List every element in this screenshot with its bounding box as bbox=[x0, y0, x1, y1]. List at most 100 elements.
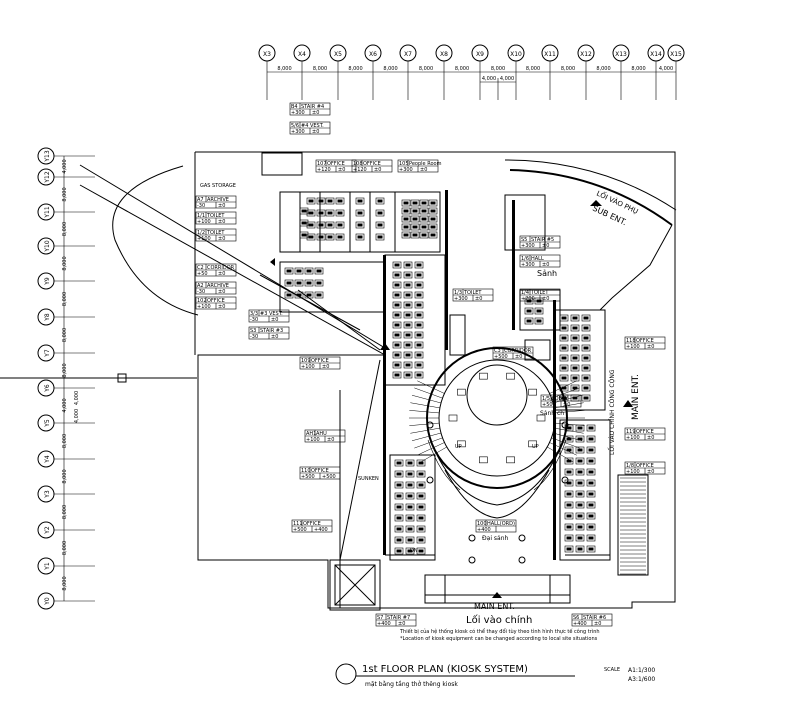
room-level: +50 bbox=[197, 271, 208, 277]
room-name: OFFICE bbox=[311, 468, 329, 474]
room-level-2: ±0 bbox=[542, 243, 549, 249]
room-name: ARCHIVE bbox=[207, 197, 229, 203]
room-level: +300 bbox=[291, 110, 305, 116]
room-level-2: ±0 bbox=[218, 304, 225, 310]
room-level-2: ±0 bbox=[374, 167, 381, 173]
label-up1: UP bbox=[455, 444, 462, 450]
label-sanh: Sảnh bbox=[537, 268, 557, 278]
scale-label: SCALE bbox=[604, 667, 620, 673]
grid-y-label: Y12 bbox=[44, 171, 51, 183]
room-level-2: ±0 bbox=[647, 344, 654, 350]
room-code: 110 bbox=[301, 468, 311, 474]
grid-y-dim: 8,000 bbox=[62, 434, 68, 448]
room-level: +400 bbox=[377, 621, 391, 627]
room-code: 1/2 bbox=[197, 230, 205, 236]
room-level: +100 bbox=[197, 304, 211, 310]
grid-y-axis: Y13Y12Y11Y10Y9Y8Y7Y6Y5Y4Y3Y2Y1Y04,0008,0… bbox=[37, 147, 95, 610]
rotunda-stair-right bbox=[547, 380, 585, 463]
title-block: 1st FLOOR PLAN (KIOSK SYSTEM) mặt bằng t… bbox=[335, 663, 655, 688]
room-code: S6 bbox=[573, 615, 579, 621]
label-main-ent-vn: LỐI VÀO CHÍNH CÔNG CỘNG bbox=[608, 369, 616, 455]
grid-y-label: Y9 bbox=[44, 277, 51, 286]
grid-x-label: X7 bbox=[404, 51, 412, 58]
room-level-2: ±0 bbox=[338, 167, 345, 173]
room-code: 1/5 bbox=[542, 396, 550, 402]
grid-y-label: Y2 bbox=[44, 526, 51, 535]
room-name: HALL bbox=[531, 256, 544, 262]
room-level-2: ±0 bbox=[327, 437, 334, 443]
room-code: S7 bbox=[377, 615, 383, 621]
grid-x-dim: 8,000 bbox=[277, 66, 291, 72]
room-name: STAIR #5 bbox=[531, 237, 554, 243]
room-level: -30 bbox=[197, 203, 205, 209]
room-tag: 3/3#3 VEST.-30±0 bbox=[248, 309, 290, 323]
grid-x-subdim: 4,000 bbox=[482, 76, 496, 82]
room-level: +500 bbox=[494, 354, 508, 360]
room-name: STAIR #7 bbox=[387, 615, 410, 621]
grid-x-label: X10 bbox=[510, 51, 522, 58]
room-level: +400 bbox=[477, 527, 491, 533]
room-level: +100 bbox=[301, 364, 315, 370]
label-up2: UP bbox=[532, 444, 539, 450]
room-level-2: +500 bbox=[322, 474, 336, 480]
grid-x-label: X14 bbox=[650, 51, 662, 58]
room-level: +500 bbox=[293, 527, 307, 533]
room-level-2: ±0 bbox=[271, 317, 278, 323]
grid-x-dim: 8,000 bbox=[419, 66, 433, 72]
room-level-2: ±0 bbox=[218, 289, 225, 295]
room-level: +500 bbox=[301, 474, 315, 480]
room-code: 109 bbox=[301, 358, 311, 364]
room-code: 107 bbox=[317, 161, 327, 167]
building-outline bbox=[79, 151, 677, 609]
grid-x-dim: 8,000 bbox=[631, 66, 645, 72]
room-level: +100 bbox=[626, 469, 640, 475]
room-code: 100 bbox=[477, 521, 487, 527]
room-level-2: ±0 bbox=[563, 402, 570, 408]
room-level-2: ±0 bbox=[647, 435, 654, 441]
room-name: LOBBY bbox=[552, 396, 569, 402]
room-level: +200 bbox=[521, 296, 535, 302]
room-level-2: ±0 bbox=[398, 621, 405, 627]
grid-x-label: X6 bbox=[369, 51, 377, 58]
label-loi-vao-chinh: Lối vào chính bbox=[466, 614, 532, 626]
room-level-2: ±0 bbox=[218, 236, 225, 242]
grid-y-dim: 8,000 bbox=[62, 292, 68, 306]
room-name: OFFICE bbox=[311, 358, 329, 364]
room-code: AH1 bbox=[306, 431, 316, 437]
grid-x-label: X4 bbox=[298, 51, 306, 58]
room-name: OFFICE bbox=[363, 161, 381, 167]
grid-y-label: Y13 bbox=[44, 150, 51, 162]
grid-y-dim: 8,000 bbox=[62, 328, 68, 342]
room-code: S5 bbox=[521, 237, 527, 243]
rotunda-stair-left bbox=[409, 380, 447, 463]
grid-y-label: Y0 bbox=[44, 597, 51, 606]
grid-x-label: X8 bbox=[440, 51, 448, 58]
grid-x-label: X3 bbox=[263, 51, 271, 58]
grid-y-dim: 8,000 bbox=[62, 469, 68, 483]
grid-x-dim: 8,000 bbox=[313, 66, 327, 72]
room-code: 119 bbox=[626, 429, 636, 435]
room-level-2: ±0 bbox=[322, 364, 329, 370]
room-code: 1/8 bbox=[626, 463, 634, 469]
room-code: 118 bbox=[626, 338, 636, 344]
grid-x-dim: 4,000 bbox=[659, 66, 673, 72]
room-level-2: ±0 bbox=[218, 203, 225, 209]
office-furniture bbox=[284, 197, 596, 555]
grid-x-dim: 8,000 bbox=[596, 66, 610, 72]
room-name: AHU bbox=[316, 431, 327, 437]
title-sub: mặt bằng tầng thở thêng kiosk bbox=[365, 680, 458, 688]
room-name: CORRIDOR bbox=[207, 265, 235, 271]
grid-x-subdim: 4,000 bbox=[500, 76, 514, 82]
room-level: +300 bbox=[521, 262, 535, 268]
